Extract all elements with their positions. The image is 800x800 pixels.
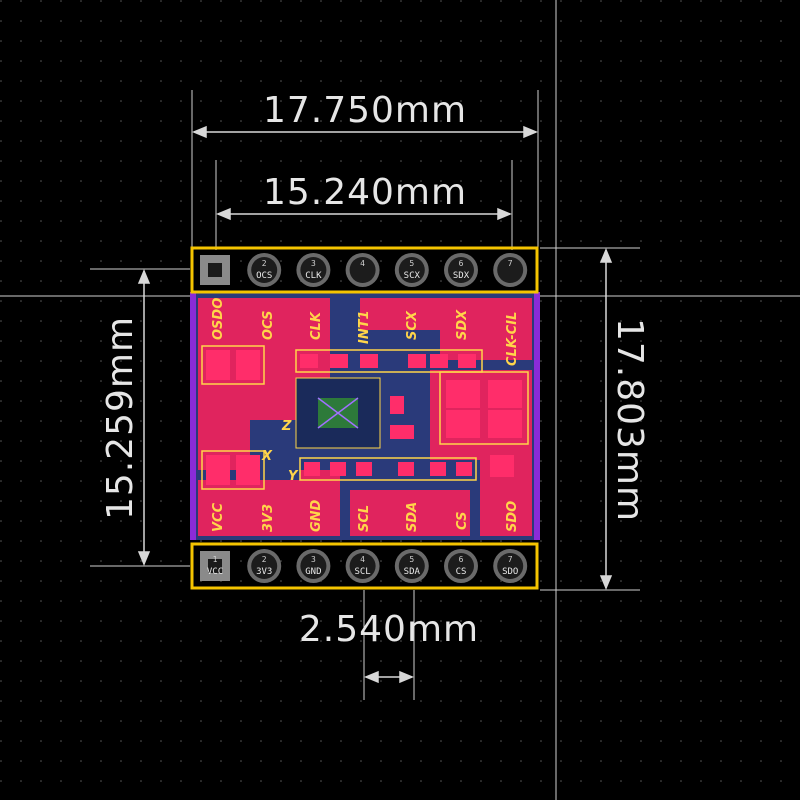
dim-height-right: 17.803mm xyxy=(609,318,650,522)
axis-y-label: Y xyxy=(288,469,299,484)
silk-int1: INT1 xyxy=(357,310,372,344)
header-pin[interactable]: 4 xyxy=(345,253,380,287)
dimension-arrows xyxy=(137,125,613,684)
axis-x-label: X xyxy=(261,449,273,464)
pin-number: 3 xyxy=(311,555,316,564)
pin-hole xyxy=(448,553,474,579)
silk-scl: SCL xyxy=(357,505,372,532)
pin-label: SCL xyxy=(354,567,370,577)
dim-width-outer: 17.750mm xyxy=(263,90,467,131)
header-outline xyxy=(190,542,539,590)
pin-hole xyxy=(497,257,524,283)
pin-number: 5 xyxy=(409,555,414,564)
pin-label: GND xyxy=(305,567,321,577)
silk-sdx: SDX xyxy=(455,309,470,340)
header-pin[interactable] xyxy=(200,255,230,285)
pin-number: 4 xyxy=(360,555,365,564)
dim-pitch: 2.540mm xyxy=(299,609,479,650)
pin-number: 7 xyxy=(508,555,513,564)
pin-number: 3 xyxy=(311,259,316,268)
silk-cs: CS xyxy=(455,512,470,530)
silk-ocs: OCS xyxy=(261,311,276,341)
pin-label: CS xyxy=(456,567,467,577)
dim-width-inner: 15.240mm xyxy=(263,172,467,213)
pin-number: 1 xyxy=(213,555,218,564)
axis-z-label: Z xyxy=(281,419,292,434)
pin-hole xyxy=(398,257,425,283)
pin-label: SDX xyxy=(453,271,470,281)
pin-label: CLK xyxy=(305,271,322,281)
silk-clk-cil: CLK-CIL xyxy=(505,312,520,366)
silk-top-labels: OSDO OCS CLK INT1 SCX SDX CLK-CIL xyxy=(211,298,520,366)
pin-number: 2 xyxy=(262,259,267,268)
silk-sda: SDA xyxy=(405,502,420,532)
silk-osdo: OSDO xyxy=(211,298,226,340)
header-pin[interactable]: 7 xyxy=(493,253,528,287)
pin-hole xyxy=(208,559,222,573)
pin-number: 4 xyxy=(360,259,365,268)
silk-bottom-labels: VCC 3V3 GND SCL SDA CS SDO xyxy=(211,499,520,532)
pin-label: VCC xyxy=(207,567,223,577)
pin-hole xyxy=(208,263,222,277)
pin-label: SCX xyxy=(404,271,421,281)
silk-gnd: GND xyxy=(309,499,324,532)
pin-number: 6 xyxy=(459,259,464,268)
silk-vcc: VCC xyxy=(211,502,226,532)
pin-label: SDO xyxy=(502,567,518,577)
pin-number: 5 xyxy=(409,259,414,268)
pin-hole xyxy=(448,257,474,283)
dim-height-left: 15.259mm xyxy=(100,316,141,520)
pin-number: 7 xyxy=(508,259,513,268)
pin-label: OCS xyxy=(256,271,272,281)
pin-hole xyxy=(300,257,327,283)
silk-clk: CLK xyxy=(309,311,324,340)
silk-scx: SCX xyxy=(405,310,420,340)
pin-hole xyxy=(300,553,327,579)
silk-sdo: SDO xyxy=(505,501,520,532)
pin-hole xyxy=(251,257,278,283)
pin-hole xyxy=(349,257,376,283)
pin-hole xyxy=(251,553,278,579)
pin-label: 3V3 xyxy=(256,567,272,577)
header-outline xyxy=(190,246,539,294)
pin-number: 2 xyxy=(262,555,267,564)
header-pin[interactable]: 6CS xyxy=(444,549,478,583)
pin-label: SDA xyxy=(404,567,421,577)
pin-number: 6 xyxy=(459,555,464,564)
pin-hole xyxy=(398,553,425,579)
silk-3v3: 3V3 xyxy=(261,504,276,532)
pin-hole xyxy=(349,553,376,579)
pcb-board xyxy=(190,292,540,540)
pin-hole xyxy=(497,553,524,579)
